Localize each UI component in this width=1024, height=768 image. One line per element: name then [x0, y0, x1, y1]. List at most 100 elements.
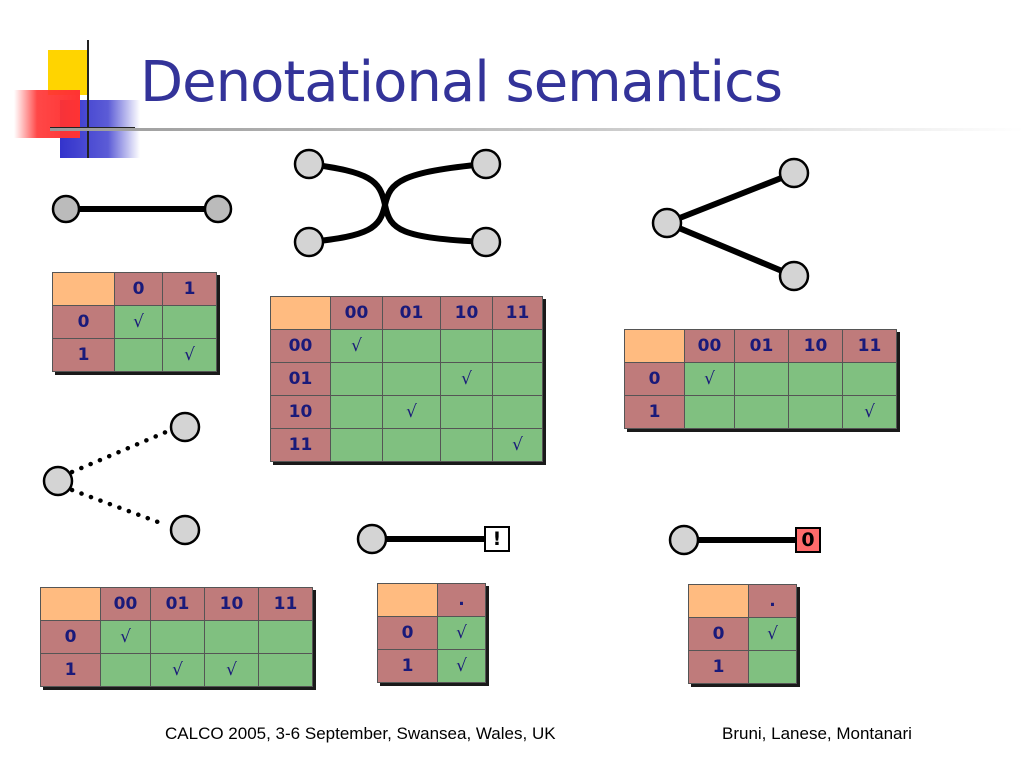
table-cell: √	[842, 395, 897, 429]
table-row: 0 √	[40, 620, 313, 654]
table-row: 11 √	[270, 428, 543, 462]
column-header: 01	[734, 329, 789, 363]
slide-title: Denotational semantics	[140, 50, 783, 115]
row-header: 1	[377, 649, 438, 683]
column-header: 0	[114, 272, 163, 306]
table-header-row: .	[688, 584, 797, 618]
table-cell	[258, 653, 313, 687]
table-row: 1	[688, 650, 797, 684]
table-row: 0 √	[377, 616, 486, 650]
table-cell	[734, 362, 789, 396]
column-header: 10	[788, 329, 843, 363]
column-header: .	[748, 584, 797, 618]
discharger-diagram	[356, 523, 487, 555]
table-corner	[688, 584, 749, 618]
dotted-codup-diagram	[42, 411, 201, 546]
row-header: 0	[52, 305, 115, 339]
table-cell: √	[684, 362, 735, 396]
column-header: 01	[382, 296, 441, 330]
table-cell: √	[382, 395, 441, 429]
column-header: 00	[100, 587, 151, 621]
table-cell	[330, 428, 383, 462]
row-header: 0	[688, 617, 749, 651]
column-header: 11	[842, 329, 897, 363]
table-cell	[150, 620, 205, 654]
identity-diagram	[51, 194, 233, 224]
table-cell: √	[100, 620, 151, 654]
row-header: 00	[270, 329, 331, 363]
table-corner	[52, 272, 115, 306]
table-cell	[440, 395, 493, 429]
row-header: 01	[270, 362, 331, 396]
table-cell: √	[114, 305, 163, 339]
table-cell	[382, 428, 441, 462]
table-cell	[492, 395, 543, 429]
identity-table: 0 1 0 √ 1 √	[52, 272, 217, 372]
column-header: 01	[150, 587, 205, 621]
table-cell	[440, 329, 493, 363]
table-cell	[684, 395, 735, 429]
table-cell: √	[492, 428, 543, 462]
row-header: 11	[270, 428, 331, 462]
zero-box: 0	[795, 527, 821, 553]
table-cell	[258, 620, 313, 654]
table-cell	[788, 362, 843, 396]
table-corner	[624, 329, 685, 363]
table-cell	[440, 428, 493, 462]
table-cell	[492, 329, 543, 363]
table-row: 1 √ √	[40, 653, 313, 687]
table-cell	[100, 653, 151, 687]
table-cell	[162, 305, 217, 339]
table-cell	[114, 338, 163, 372]
table-row: 0 √	[624, 362, 897, 396]
table-row: 1 √	[52, 338, 217, 372]
table-cell	[382, 362, 441, 396]
row-header: 0	[624, 362, 685, 396]
table-cell: √	[437, 649, 486, 683]
table-row: 00 √	[270, 329, 543, 363]
footer-authors: Bruni, Lanese, Montanari	[722, 724, 912, 743]
row-header: 1	[688, 650, 749, 684]
column-header: 00	[330, 296, 383, 330]
table-cell	[734, 395, 789, 429]
zero-table: . 0 √ 1	[688, 584, 797, 684]
row-header: 10	[270, 395, 331, 429]
column-header: 10	[440, 296, 493, 330]
table-header-row: 00 01 10 11	[40, 587, 313, 621]
table-cell: √	[150, 653, 205, 687]
table-cell: √	[162, 338, 217, 372]
row-header: 0	[40, 620, 101, 654]
table-corner	[40, 587, 101, 621]
table-cell: √	[440, 362, 493, 396]
duplicate-table: 00 01 10 11 0 √ 1 √	[624, 329, 897, 429]
table-cell	[842, 362, 897, 396]
table-row: 0 √	[52, 305, 217, 339]
discharger-table: . 0 √ 1 √	[377, 583, 486, 683]
table-cell	[788, 395, 843, 429]
table-header-row: 0 1	[52, 272, 217, 306]
table-row: 1 √	[377, 649, 486, 683]
column-header: 11	[492, 296, 543, 330]
table-cell	[492, 362, 543, 396]
table-row: 10 √	[270, 395, 543, 429]
column-header: 11	[258, 587, 313, 621]
swap-diagram	[293, 148, 502, 258]
row-header: 0	[377, 616, 438, 650]
table-cell	[382, 329, 441, 363]
table-cell	[330, 395, 383, 429]
table-row: 01 √	[270, 362, 543, 396]
table-row: 1 √	[624, 395, 897, 429]
table-corner	[270, 296, 331, 330]
table-cell	[204, 620, 259, 654]
row-header: 1	[52, 338, 115, 372]
zero-diagram	[668, 524, 798, 556]
column-header: 00	[684, 329, 735, 363]
column-header: 10	[204, 587, 259, 621]
duplicator-diagram	[651, 157, 810, 292]
table-header-row: 00 01 10 11	[270, 296, 543, 330]
table-header-row: 00 01 10 11	[624, 329, 897, 363]
title-divider	[50, 128, 1024, 131]
table-corner	[377, 583, 438, 617]
column-header: .	[437, 583, 486, 617]
